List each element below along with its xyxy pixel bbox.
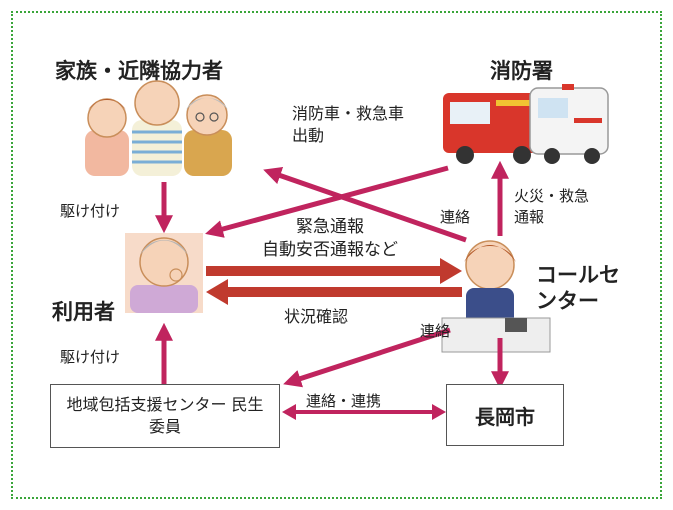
- cooperation-label: 連絡・連携: [306, 392, 382, 410]
- arrow-callcenter-to-family: [263, 167, 467, 243]
- emergency-label: 緊急通報 自動安否通報など: [262, 217, 398, 260]
- arrow-fire-to-user: [205, 165, 449, 238]
- arrow-user-to-callcenter: [206, 266, 446, 276]
- family-label: 家族・近隣協力者: [55, 59, 223, 83]
- diagram-frame: [11, 11, 662, 499]
- fire-truck-ambulance-illustration: [443, 84, 609, 164]
- nagaoka-city-box: 長岡市: [446, 384, 564, 446]
- dispatch-label: 消防車・救急車 出動: [292, 104, 405, 145]
- status-check-label: 状況確認: [284, 307, 349, 326]
- rush-center-label: 駆け付け: [60, 348, 121, 366]
- contact-center-label: 連絡: [420, 322, 451, 340]
- family-illustration: [85, 80, 232, 176]
- elderly-user-illustration: [125, 233, 203, 313]
- nagaoka-city-label: 長岡市: [475, 404, 535, 429]
- call-center-operator-illustration: [441, 240, 551, 353]
- call-center-label: コールセンター: [536, 263, 620, 313]
- rush-family-label: 駆け付け: [60, 202, 121, 220]
- contact-fire-label: 連絡: [440, 208, 471, 226]
- fire-report-label: 火災・救急 通報: [514, 187, 590, 226]
- fire-station-label: 消防署: [490, 59, 553, 83]
- community-center-box: 地域包括支援センター 民生委員: [50, 384, 280, 448]
- community-center-label: 地域包括支援センター 民生委員: [66, 395, 264, 436]
- user-label: 利用者: [52, 300, 115, 324]
- arrows: [155, 160, 509, 420]
- arrow-callcenter-to-center: [283, 327, 451, 388]
- arrow-callcenter-to-user: [226, 287, 462, 297]
